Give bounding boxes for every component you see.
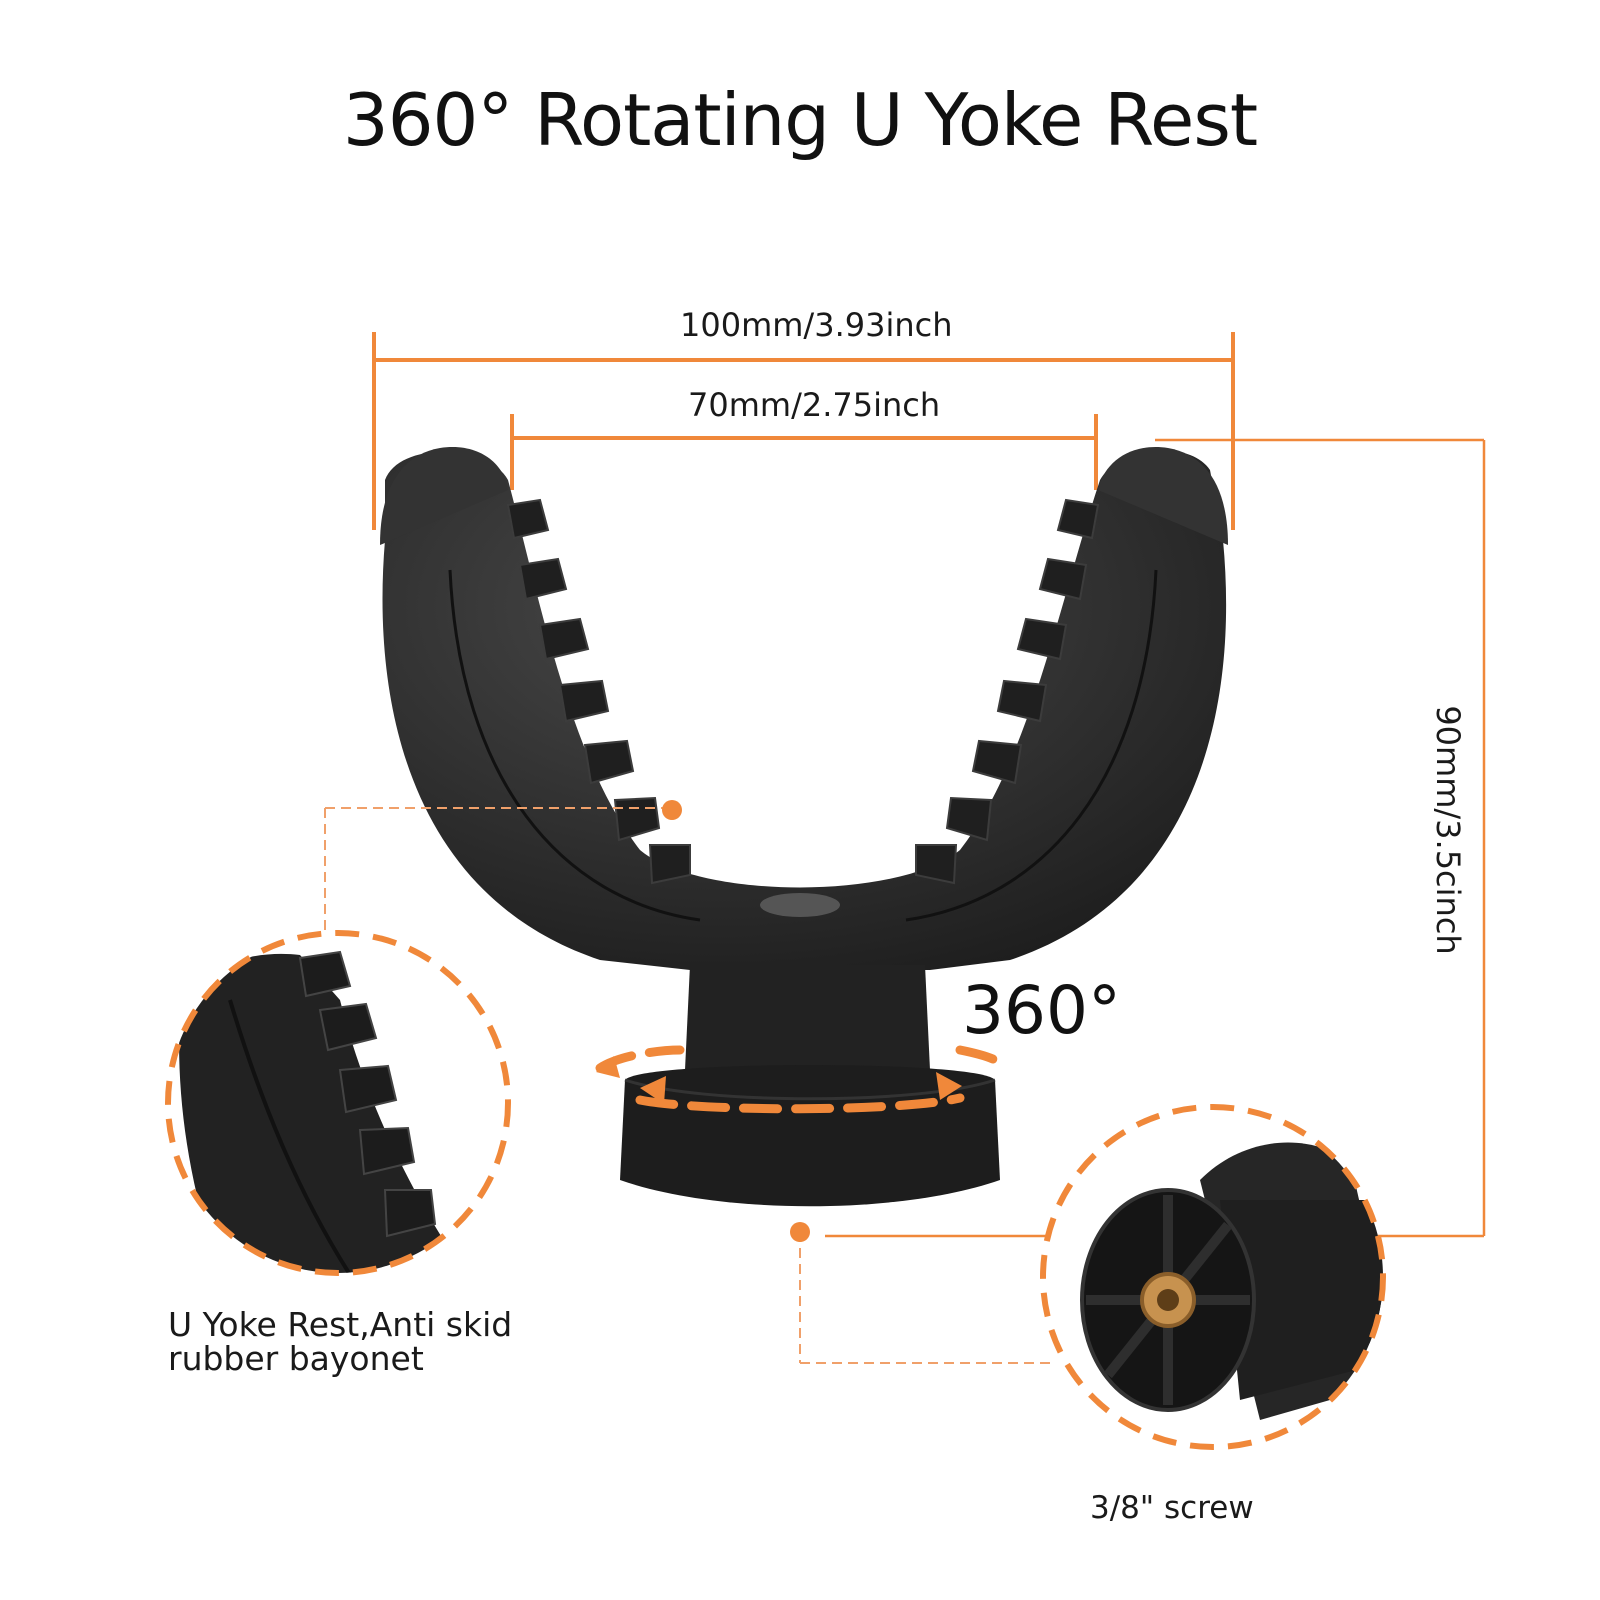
dimension-100mm [372,332,1235,530]
yoke-caption-line2: rubber bayonet [168,1339,424,1378]
arrow-heads [596,1056,962,1104]
u-yoke-rest [380,447,1228,1207]
yoke-caption: U Yoke Rest,Anti skid rubber bayonet [168,1308,528,1376]
outer-width-label: 100mm/3.93inch [680,306,953,344]
screw-caption: 3/8" screw [1090,1490,1254,1526]
leader-lines [324,807,1050,1364]
page-title: 360° Rotating U Yoke Rest [342,78,1258,162]
zoom-circle-teeth [165,930,511,1276]
leader-dot-base [790,1222,810,1242]
yoke-caption-line1: U Yoke Rest,Anti skid [168,1305,513,1344]
leader-dot-teeth [662,800,682,820]
rotation-label: 360° [962,972,1121,1049]
inner-width-label: 70mm/2.75inch [688,386,941,424]
dimension-70mm [510,414,1098,490]
height-label: 90mm/3.5cinch [1429,705,1467,955]
zoom-circle-screw [1040,1104,1386,1450]
